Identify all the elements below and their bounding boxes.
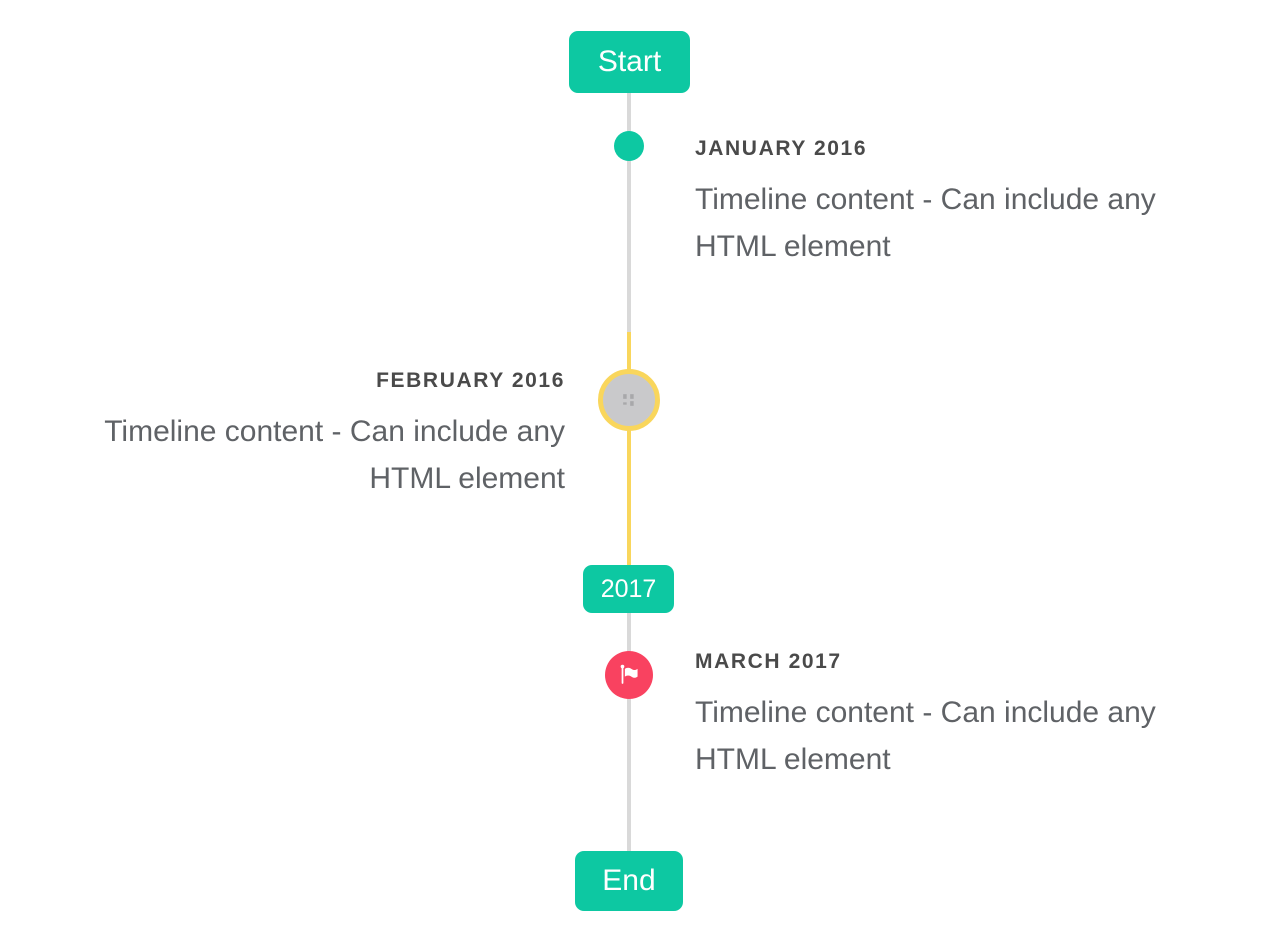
timeline-entry-march: MARCH 2017 Timeline content - Can includ… <box>695 649 1220 783</box>
end-badge[interactable]: End <box>575 851 683 911</box>
timeline-entry-february: FEBRUARY 2016 Timeline content - Can inc… <box>40 368 565 502</box>
year-badge-2017[interactable]: 2017 <box>583 565 674 613</box>
flag-icon <box>620 664 638 684</box>
entry-content: Timeline content - Can include any HTML … <box>104 415 565 495</box>
entry-content: Timeline content - Can include any HTML … <box>695 696 1156 776</box>
timeline-marker-march[interactable] <box>605 651 653 699</box>
broken-image-icon <box>623 394 634 406</box>
timeline-entry-january: JANUARY 2016 Timeline content - Can incl… <box>695 136 1220 270</box>
timeline-marker-january[interactable] <box>614 131 644 161</box>
timeline-marker-february[interactable] <box>598 369 660 431</box>
entry-month-title: JANUARY 2016 <box>695 137 868 160</box>
entry-month-title: MARCH 2017 <box>695 650 842 673</box>
timeline-line-highlight-segment <box>627 332 631 565</box>
entry-month-title: FEBRUARY 2016 <box>376 369 565 392</box>
start-badge[interactable]: Start <box>569 31 690 93</box>
entry-content: Timeline content - Can include any HTML … <box>695 183 1156 263</box>
